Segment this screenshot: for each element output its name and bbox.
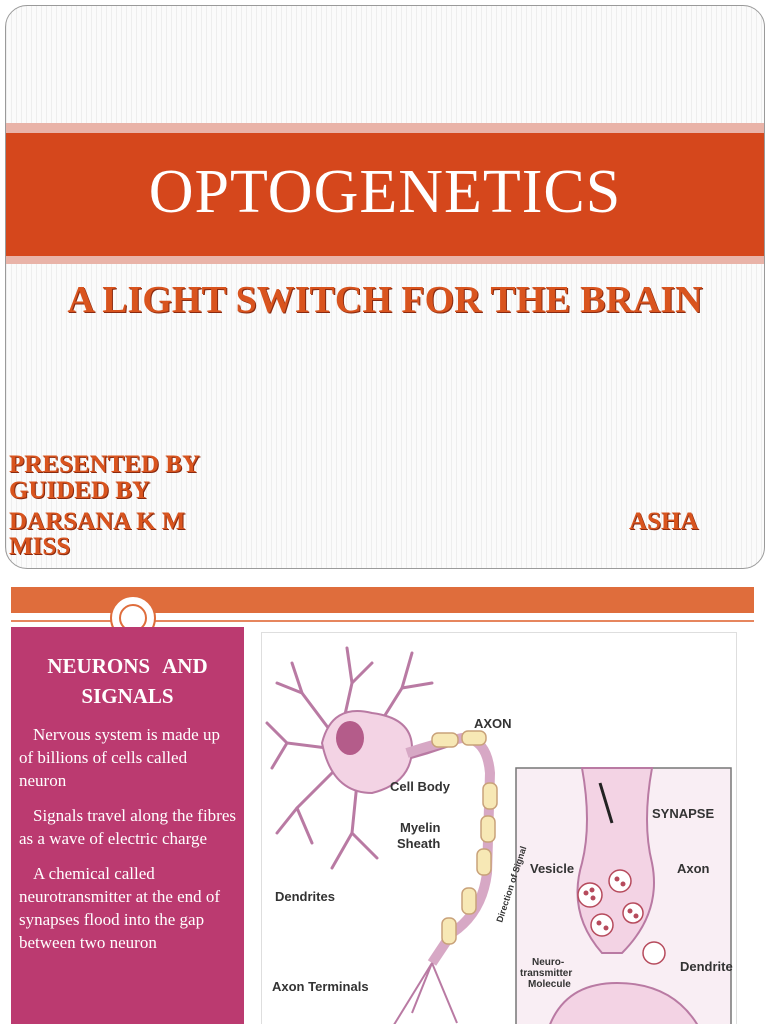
- vesicle-molecules: [583, 876, 639, 931]
- label-axon: AXON: [474, 716, 512, 731]
- label-neuro-3: Molecule: [528, 979, 571, 990]
- label-dendrite: Dendrite: [680, 959, 733, 974]
- presented-by-label: PRESENTED BY: [9, 451, 201, 478]
- presenter-name: DARSANA K M: [9, 508, 186, 535]
- neuron-diagram-svg: AXON Cell Body Myelin Sheath Dendrites A…: [265, 646, 733, 1024]
- paragraph-1: Nervous system is made up of billions of…: [19, 725, 220, 790]
- guide-name-first: ASHA: [629, 508, 699, 535]
- text-panel: NEURONS AND SIGNALS Nervous system is ma…: [11, 627, 244, 1024]
- label-myelin-2: Sheath: [397, 836, 440, 851]
- axon-terminal-bulb: [576, 767, 655, 954]
- label-synapse: SYNAPSE: [652, 806, 714, 821]
- slide-subtitle: A LIGHT SWITCH FOR THE BRAIN: [67, 279, 703, 321]
- title-slide: OPTOGENETICS A LIGHT SWITCH FOR THE BRAI…: [5, 5, 765, 569]
- paragraph-2: Signals travel along the fibres as a wav…: [19, 806, 237, 848]
- guided-by-label: GUIDED BY: [9, 477, 150, 504]
- label-vesicle: Vesicle: [530, 861, 574, 876]
- nucleus: [336, 721, 364, 755]
- signal-arrow: [598, 782, 614, 824]
- paragraph-3: A chemical called neurotransmitter at th…: [19, 864, 221, 952]
- label-neuro-2: transmitter: [520, 968, 572, 979]
- label-cell-body: Cell Body: [390, 779, 451, 794]
- title-band: OPTOGENETICS: [6, 133, 764, 256]
- label-axon-terminals: Axon Terminals: [272, 979, 369, 994]
- panel-heading: NEURONS AND SIGNALS: [47, 654, 208, 708]
- slide-title: OPTOGENETICS: [148, 158, 622, 226]
- label-synapse-axon: Axon: [677, 861, 710, 876]
- guide-name-second: MISS: [9, 533, 71, 560]
- label-neuro-1: Neuro-: [532, 957, 564, 968]
- label-myelin-1: Myelin: [400, 820, 441, 835]
- header-rule: [11, 620, 754, 622]
- neuron-diagram: AXON Cell Body Myelin Sheath Dendrites A…: [261, 632, 737, 1024]
- dendrite-receiver: [549, 981, 699, 1024]
- title-band-bottom-stripe: [6, 256, 764, 264]
- label-dendrites: Dendrites: [275, 889, 335, 904]
- axon-terminal-branches: [393, 962, 458, 1024]
- myelin-segments: [431, 730, 498, 945]
- vesicles: [577, 869, 666, 965]
- title-band-top-stripe: [6, 123, 764, 133]
- neurons-slide: NEURONS AND SIGNALS Nervous system is ma…: [11, 587, 754, 1024]
